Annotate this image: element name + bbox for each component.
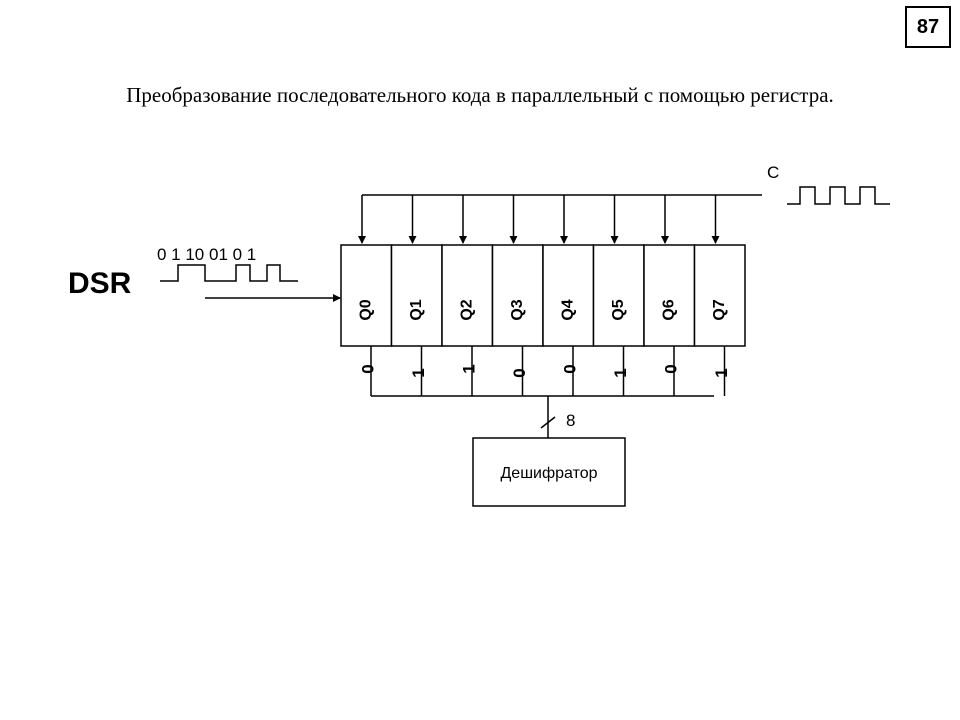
output-bit: 0 <box>560 364 579 373</box>
bus-width-label: 8 <box>566 411 575 430</box>
output-bus <box>371 395 714 438</box>
page-number: 87 <box>905 6 951 48</box>
output-bit: 0 <box>510 368 529 377</box>
register-cell <box>491 244 544 347</box>
output-bit: 1 <box>459 364 478 373</box>
output-lines <box>370 346 726 396</box>
register-cell <box>643 244 696 347</box>
output-bit: 1 <box>611 368 630 377</box>
clock-arrows <box>358 195 720 244</box>
clock-label: C <box>767 163 779 182</box>
register-output-label: Q2 <box>458 299 475 320</box>
register-cell <box>340 244 393 347</box>
register-cell <box>542 244 595 347</box>
slide-title: Преобразование последовательного кода в … <box>126 83 834 107</box>
decoder-box <box>472 437 626 507</box>
register-cell <box>441 244 494 347</box>
register-cell <box>693 244 746 347</box>
clock-waveform <box>787 186 890 205</box>
output-bit: 1 <box>409 368 428 377</box>
output-bits: 0 1 1 0 0 1 0 1 <box>358 364 731 377</box>
output-bit: 0 <box>661 364 680 373</box>
register-output-label: Q5 <box>610 299 627 320</box>
input-waveform <box>160 264 298 282</box>
register-output-label: Q7 <box>711 299 728 320</box>
register-cell <box>592 244 645 347</box>
register-cells: Q0 Q1 Q2 Q3 Q4 Q5 Q6 Q7 <box>340 244 746 347</box>
output-bit: 1 <box>712 368 731 377</box>
register-output-label: Q3 <box>509 299 526 320</box>
register-cell <box>390 244 443 347</box>
input-label: DSR <box>68 267 132 300</box>
register-output-label: Q4 <box>559 299 576 320</box>
input-sequence: 0 1 10 01 0 1 <box>157 245 256 264</box>
output-bit: 0 <box>358 364 377 373</box>
register-output-label: Q0 <box>357 299 374 320</box>
register-output-label: Q6 <box>660 299 677 320</box>
decoder-label: Дешифратор <box>500 465 597 482</box>
register-output-label: Q1 <box>408 299 425 320</box>
